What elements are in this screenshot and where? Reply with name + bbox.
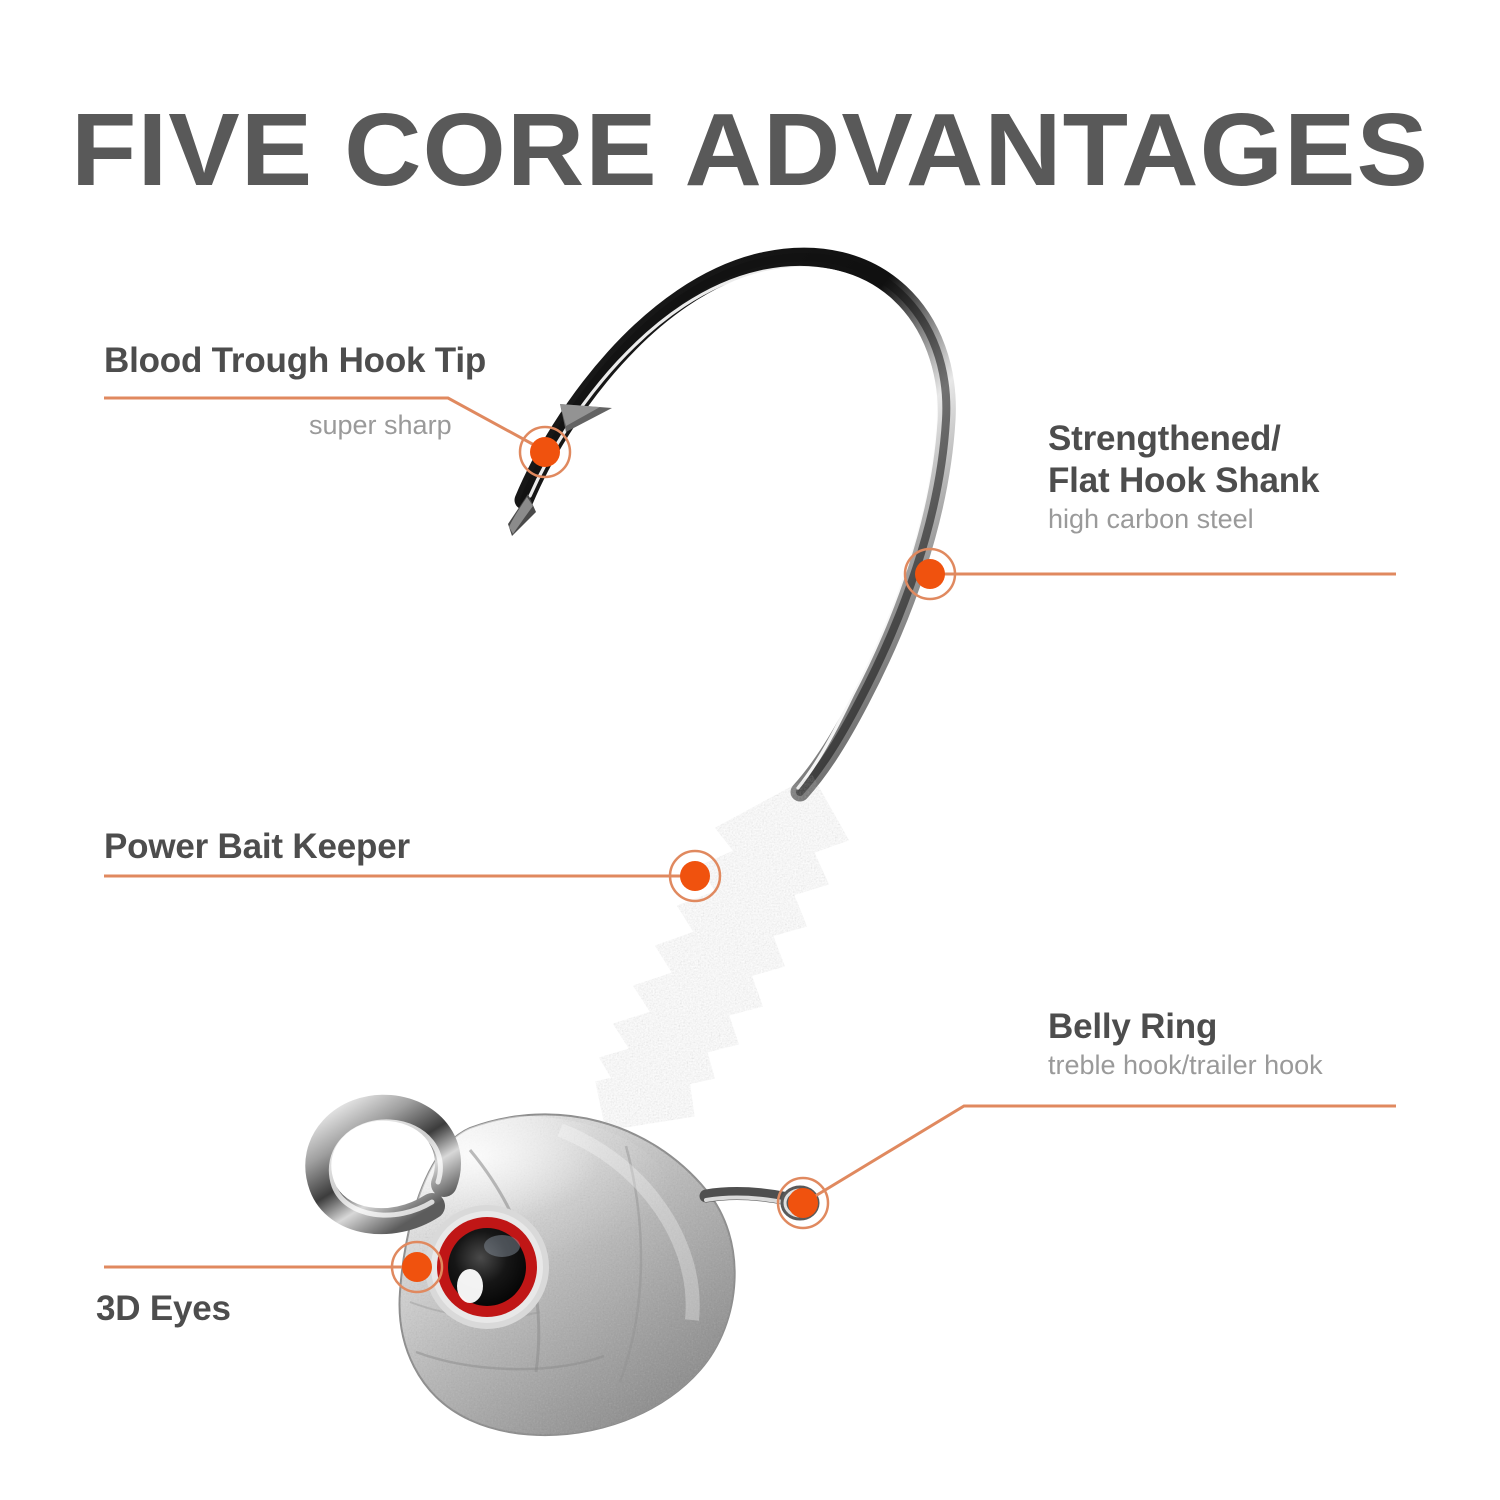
leader-hook-tip [104, 396, 537, 448]
callout-3d-eyes: 3D Eyes [96, 1288, 231, 1330]
callout-3d-eyes-heading: 3D Eyes [96, 1289, 231, 1328]
callout-hook-tip-sub-wrap: super sharp [104, 408, 452, 442]
callout-bait-keeper-heading: Power Bait Keeper [104, 827, 410, 866]
callout-hook-shank-heading-line2: Flat Hook Shank [1048, 461, 1320, 500]
callout-belly-ring: Belly Ring treble hook/trailer hook [1048, 1006, 1323, 1082]
callout-belly-ring-heading: Belly Ring [1048, 1007, 1218, 1046]
hook-shank-marker [903, 547, 957, 601]
callout-hook-tip: Blood Trough Hook Tip [104, 340, 486, 382]
marker-dots [390, 425, 957, 1294]
callout-hook-shank-sub: high carbon steel [1048, 504, 1254, 534]
belly-ring-marker [776, 1176, 830, 1230]
callout-hook-shank: Strengthened/ Flat Hook Shank high carbo… [1048, 418, 1319, 536]
eyes-marker [390, 1240, 444, 1294]
callout-belly-ring-sub: treble hook/trailer hook [1048, 1050, 1323, 1080]
callout-hook-shank-heading-line1: Strengthened/ [1048, 419, 1281, 458]
bait-keeper-marker [668, 849, 722, 903]
hook-tip-marker [518, 425, 572, 479]
callout-hook-tip-sub: super sharp [309, 410, 452, 440]
callout-hook-tip-heading: Blood Trough Hook Tip [104, 341, 487, 380]
leader-belly-ring [811, 1104, 1396, 1200]
callout-bait-keeper: Power Bait Keeper [104, 826, 410, 868]
page-title: FIVE CORE ADVANTAGES [71, 92, 1429, 207]
